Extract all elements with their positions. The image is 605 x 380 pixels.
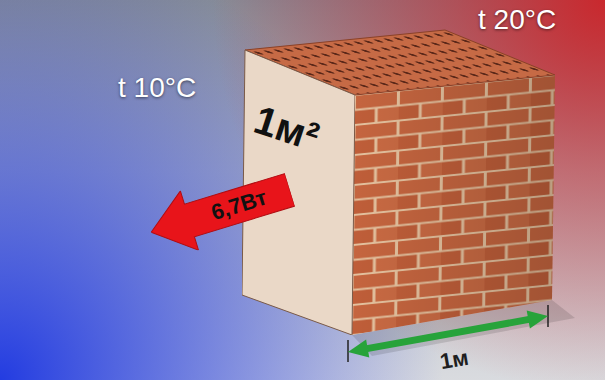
- heat-flow-arrow-shape: [142, 160, 299, 262]
- dimension-label: 1м: [438, 345, 471, 376]
- dimension-arrow-head: [348, 340, 369, 358]
- brick-side-face: [352, 75, 555, 335]
- dimension-arrow-shaft: [367, 319, 529, 348]
- dimension-tick: [347, 340, 349, 362]
- temperature-label: t 20°C: [478, 4, 556, 36]
- temperature-label: t 10°C: [118, 72, 196, 104]
- dimension-arrow-head: [527, 311, 548, 329]
- side-shading: [352, 75, 555, 335]
